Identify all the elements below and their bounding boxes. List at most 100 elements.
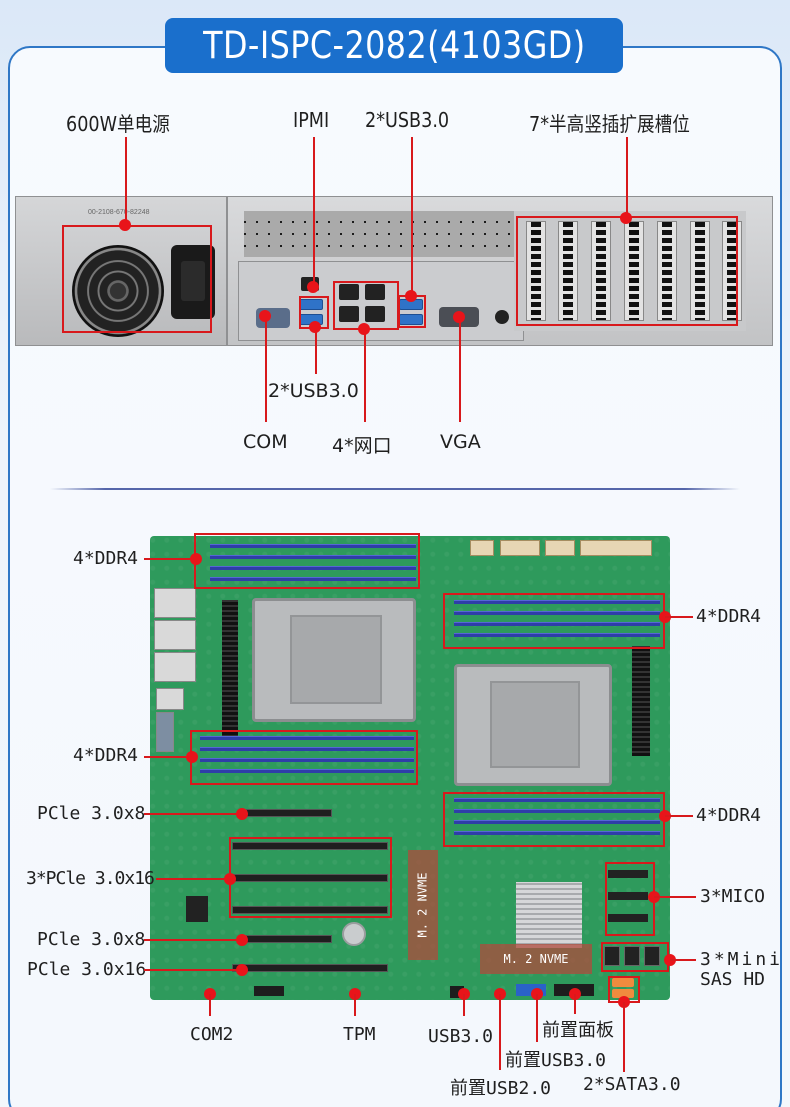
lan-jack-icon xyxy=(154,652,196,682)
sata-port xyxy=(612,978,634,987)
sas-connector xyxy=(624,946,640,966)
highlight-ddr-bottom-right xyxy=(443,792,665,847)
mico-connector xyxy=(608,870,648,878)
callout-line xyxy=(144,756,192,758)
callout-dot-usb-bottom xyxy=(309,321,321,333)
callout-dot-usb-top xyxy=(405,290,417,302)
power-inlet-icon xyxy=(171,245,215,319)
expansion-slot xyxy=(624,221,644,321)
label-ipmi: IPMI xyxy=(293,108,330,132)
callout-line xyxy=(144,969,242,971)
callout-line xyxy=(144,939,242,941)
label-pcie-x8-1: PCle 3.0x8 xyxy=(37,803,146,824)
callout-line xyxy=(354,994,356,1016)
lan-port-icon xyxy=(365,306,385,322)
product-title-badge: TD-ISPC-2082(4103GD) xyxy=(165,18,623,73)
callout-dot xyxy=(224,873,236,885)
pcie-slot-x8 xyxy=(246,935,332,943)
callout-line-psu xyxy=(125,137,127,225)
uid-button-icon xyxy=(495,310,509,324)
callout-dot-lan xyxy=(358,323,370,335)
power-connector xyxy=(470,540,494,556)
callout-line xyxy=(209,994,211,1016)
label-com2: COM2 xyxy=(190,1024,234,1045)
m2-slot-horizontal: M. 2 NVME xyxy=(480,944,592,974)
callout-line-lan xyxy=(364,330,366,422)
callout-line xyxy=(670,959,696,961)
usb-jack-icon xyxy=(156,688,184,710)
lan-jack-icon xyxy=(154,620,196,650)
highlight-psu xyxy=(62,225,212,333)
highlight-ddr-bottom-left xyxy=(190,730,418,785)
vrm-heatsink xyxy=(632,646,650,756)
label-sata: 2*SATA3.0 xyxy=(583,1074,681,1095)
psu-fan-icon xyxy=(72,245,164,337)
label-lan: 4*网口 xyxy=(332,435,392,457)
label-sas-line1: 3*Mini xyxy=(700,949,784,970)
label-ddr-top-right: 4*DDR4 xyxy=(696,606,762,627)
callout-line xyxy=(499,994,501,1070)
callout-dot xyxy=(236,934,248,946)
callout-line xyxy=(665,815,693,817)
cpu-socket-1 xyxy=(252,598,416,722)
label-ddr-bottom-left: 4*DDR4 xyxy=(73,745,139,766)
callout-dot-slots xyxy=(620,212,632,224)
section-divider xyxy=(50,488,740,490)
expansion-slot xyxy=(657,221,677,321)
tpm-header xyxy=(254,986,284,996)
highlight-ddr-top-left xyxy=(194,533,420,589)
chipset-heatsink xyxy=(516,882,582,948)
cpu-socket-2 xyxy=(454,664,612,786)
highlight-sas xyxy=(601,942,669,972)
label-sas-line2: SAS HD xyxy=(700,969,766,990)
label-usb-top: 2*USB3.0 xyxy=(365,108,450,132)
power-connector xyxy=(500,540,540,556)
dimm-bank-cpu2-top xyxy=(448,596,662,644)
vent-grille xyxy=(244,211,514,257)
io-plate xyxy=(238,261,524,341)
vga-header-icon xyxy=(156,712,174,752)
dimm-bank-cpu1-top xyxy=(204,540,418,588)
callout-line-usb-top xyxy=(411,137,413,297)
label-psu: 600W单电源 xyxy=(66,112,170,136)
mico-connector xyxy=(608,914,648,922)
callout-line xyxy=(156,878,230,880)
callout-dot xyxy=(190,553,202,565)
lan-port-icon xyxy=(365,284,385,300)
highlight-pcie-x16 xyxy=(229,837,392,918)
m2-slot-vertical: M. 2 NVME xyxy=(408,850,438,960)
label-pcie-x16-group: 3*PCle 3.0x16 xyxy=(26,868,155,889)
callout-dot xyxy=(236,964,248,976)
expansion-slot xyxy=(690,221,710,321)
vrm-heatsink xyxy=(222,600,238,740)
chassis-body xyxy=(227,196,773,346)
product-title: TD-ISPC-2082(4103GD) xyxy=(202,24,586,67)
expansion-slot xyxy=(558,221,578,321)
pcie-slot-x8 xyxy=(246,809,332,817)
sas-connector xyxy=(644,946,660,966)
lan-jack-icon xyxy=(154,588,196,618)
callout-line xyxy=(536,994,538,1042)
dimm-bank-cpu1-bottom xyxy=(194,732,416,780)
label-ddr-bottom-right: 4*DDR4 xyxy=(696,805,762,826)
label-pcie-x8-2: PCle 3.0x8 xyxy=(37,929,146,950)
callout-dot xyxy=(236,808,248,820)
callout-line-com xyxy=(265,320,267,422)
pcie-slot-x16 xyxy=(232,906,388,914)
label-front-usb30: 前置USB3.0 xyxy=(505,1050,607,1071)
callout-line-ipmi xyxy=(313,137,315,287)
pcie-slot-x16 xyxy=(232,964,388,972)
pcie-slot-x16 xyxy=(232,842,388,850)
motherboard-image: M. 2 NVME M. 2 NVME xyxy=(150,536,670,1000)
callout-line-slots xyxy=(626,137,628,217)
mico-connector xyxy=(608,892,648,900)
cmos-battery-icon xyxy=(342,922,366,946)
callout-line xyxy=(665,616,693,618)
m2-label: M. 2 NVME xyxy=(416,872,430,938)
label-usb-bottom: 2*USB3.0 xyxy=(268,380,359,402)
label-front-panel: 前置面板 xyxy=(542,1020,614,1041)
label-mico: 3*MICO xyxy=(700,886,766,907)
bmc-chip-icon xyxy=(186,896,208,922)
psu-serial: 00-2108-670-82248 xyxy=(88,209,150,216)
lan-port-icon xyxy=(339,284,359,300)
